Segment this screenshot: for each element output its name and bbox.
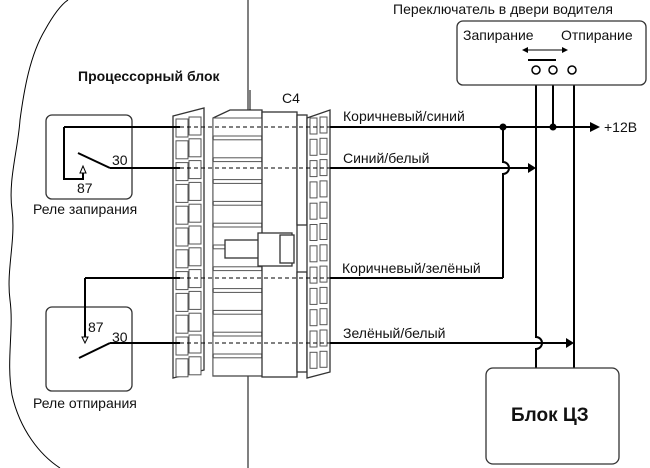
connector-slot (212, 161, 263, 181)
connector-slot (212, 357, 263, 377)
connector-cell (319, 116, 328, 134)
connector-cell (309, 266, 318, 284)
wire-switch-lock (535, 75, 543, 370)
connector-cell (309, 202, 318, 220)
connector-slot (212, 139, 263, 159)
wire-label-brown-blue: Коричневый/синий (343, 108, 465, 124)
processor-block-title: Процессорный блок (78, 68, 221, 84)
connector-cell (309, 351, 318, 369)
wire-blue-white (330, 163, 536, 173)
central-lock-unit-label: Блок ЦЗ (511, 405, 589, 426)
wire-label-brown-green: Коричневый/зелёный (342, 260, 481, 276)
pin-cell (188, 290, 202, 310)
pin-cell (188, 138, 202, 158)
connector-cell (309, 287, 318, 305)
pin-cell (188, 203, 202, 223)
pin-cell (175, 314, 189, 334)
connector-cell (309, 181, 318, 199)
pin-cell (188, 116, 202, 136)
connector-cell (319, 244, 328, 262)
connector-cell (319, 308, 328, 326)
pin-cell (188, 356, 202, 376)
door-switch (456, 20, 647, 86)
power-label: +12В (604, 119, 637, 135)
lock-relay-pin-30: 30 (112, 152, 128, 168)
pin-cell (188, 334, 202, 354)
lock-relay-pin-87: 87 (77, 180, 93, 196)
wire-green-white (330, 338, 574, 348)
connector-cell (319, 201, 328, 219)
connector-cell (309, 245, 318, 263)
pin-cell (175, 162, 189, 182)
pin-cell (188, 247, 202, 267)
wire-brown-green (330, 127, 510, 279)
pin-cell (188, 181, 202, 201)
unlock-relay-label: Реле отпирания (33, 395, 137, 411)
connector-slot (212, 204, 263, 224)
connector-cell (319, 265, 328, 283)
connector-slot (212, 335, 263, 355)
connector-cell (319, 180, 328, 198)
pin-cell (188, 312, 202, 332)
wire-label-green-white: Зелёный/белый (343, 325, 445, 341)
unlock-relay-pin-30: 30 (112, 329, 128, 345)
connector-cell (309, 330, 318, 348)
connector-slot (212, 270, 263, 290)
pin-header (172, 107, 205, 379)
door-switch-title: Переключатель в двери водителя (393, 1, 613, 17)
connector-c4 (212, 90, 331, 379)
pin-cell (188, 269, 202, 289)
door-switch-unlock-label: Отпирание (561, 27, 633, 43)
connector-label: C4 (282, 90, 300, 106)
connector-slot (212, 313, 263, 333)
pin-cell (175, 205, 189, 225)
pin-cell (175, 358, 189, 378)
pin-cell (175, 292, 189, 312)
connector-cell (309, 309, 318, 327)
pin-cell (175, 271, 189, 291)
pin-cell (188, 225, 202, 245)
central-lock-unit (485, 367, 620, 465)
pin-cell (175, 227, 189, 247)
connector-cell (319, 137, 328, 155)
lock-relay-label: Реле запирания (33, 201, 137, 217)
unlock-relay (45, 277, 180, 392)
pin-cell (175, 140, 189, 160)
connector-cell (309, 138, 318, 156)
pin-cell (175, 336, 189, 356)
connector-slot (212, 291, 263, 311)
door-switch-lock-label: Запирание (463, 27, 534, 43)
connector-cell (309, 224, 318, 241)
connector-cell (319, 350, 328, 368)
pin-cell (175, 183, 189, 203)
connector-slot (212, 182, 263, 202)
pin-cell (175, 249, 189, 269)
connector-cell (319, 286, 328, 304)
connector-cell (319, 329, 328, 347)
unlock-relay-pin-87: 87 (88, 319, 104, 335)
wire-label-blue-white: Синий/белый (343, 150, 429, 166)
connector-cell (309, 160, 318, 178)
lock-relay (45, 114, 180, 200)
connector-cell (319, 223, 328, 240)
connector-cell (309, 117, 318, 135)
pin-cell (188, 160, 202, 180)
